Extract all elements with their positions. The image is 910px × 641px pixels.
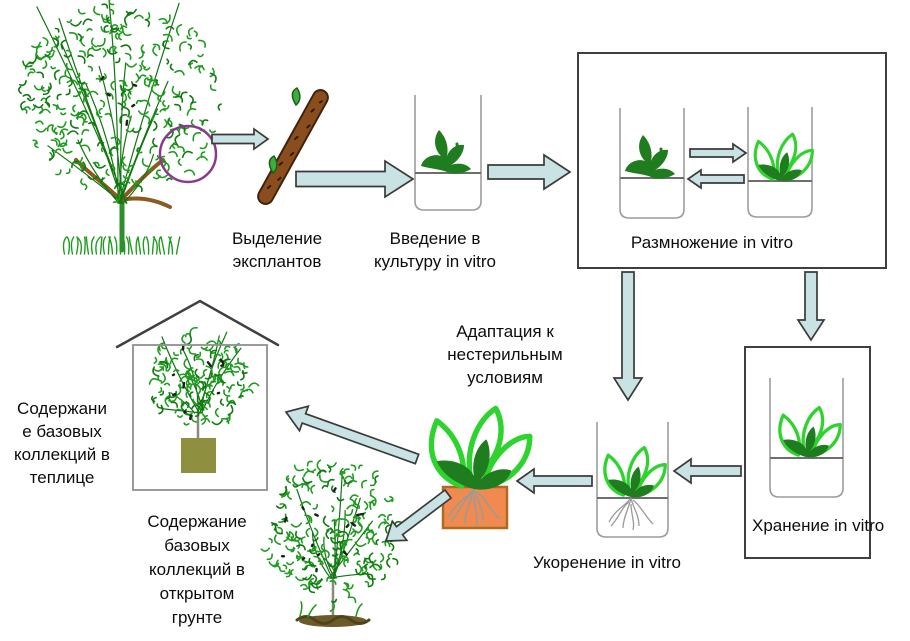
plantlet-propagation-left	[623, 133, 677, 181]
donor-plant-figure	[18, 0, 222, 255]
propagation-box	[577, 52, 887, 269]
arrow-propagation-to-storage	[796, 271, 826, 342]
arrow-introduction-to-propagation	[487, 153, 572, 191]
label-rooting: Укоренение in vitro	[533, 553, 682, 572]
tube-introduction	[414, 95, 482, 211]
label-open-ground-collection: Содержание базовых коллекций в открытом …	[147, 512, 247, 627]
arrow-adaptation-to-open-ground	[384, 488, 453, 542]
plant-adaptation	[431, 408, 529, 489]
tube-propagation-left	[619, 108, 685, 219]
arrow-rooting-to-adaptation	[515, 467, 593, 495]
arrow-bush-to-explant	[211, 127, 270, 151]
explant-figure	[257, 87, 329, 205]
open-ground-soil	[295, 601, 371, 627]
label-introduction: Введение в культуру in vitro	[373, 229, 497, 271]
greenhouse-pot	[181, 438, 216, 473]
label-storage: Хранение in vitro	[752, 516, 885, 535]
tube-rooting	[596, 422, 669, 538]
label-greenhouse-collection: Содержани е базовых коллекций в теплице	[14, 399, 110, 487]
label-propagation: Размножение in vitro	[630, 233, 794, 252]
arrow-subculture-back	[686, 168, 745, 190]
label-adaptation: Адаптация к нестерильным условиям	[447, 322, 563, 387]
arrow-propagation-to-rooting	[612, 271, 644, 402]
plantlet-introduction	[419, 128, 473, 176]
label-explant-isolation: Выделение эксплантов	[231, 229, 323, 271]
arrow-subculture-forward	[689, 142, 748, 164]
tube-storage	[769, 378, 844, 498]
greenhouse-figure	[115, 299, 280, 491]
storage-box	[744, 346, 871, 559]
plantlet-rooting	[603, 445, 667, 500]
arrow-explant-to-introduction	[295, 159, 415, 199]
explant-bud-top	[291, 87, 301, 107]
explant-bud-bottom	[268, 155, 278, 175]
greenhouse-plant-figure	[148, 326, 260, 442]
highlight-circle	[158, 124, 218, 184]
roots-rooting-tube	[608, 497, 654, 531]
open-ground-plant-figure	[260, 459, 402, 618]
arrow-adaptation-to-greenhouse	[284, 404, 420, 465]
plantlet-propagation-right	[753, 132, 814, 183]
plantlet-storage	[778, 405, 842, 460]
arrow-storage-to-rooting	[672, 457, 742, 485]
